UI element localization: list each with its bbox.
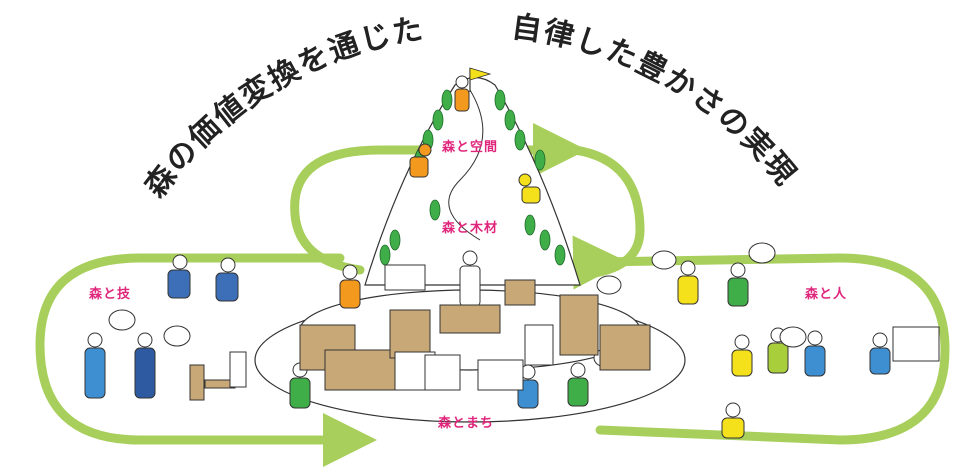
label-forest-and-town: 森とまち [438,415,494,431]
label-forest-and-wood: 森と木材 [442,220,498,236]
loop-left [35,253,377,467]
label-forest-and-people: 森と人 [805,286,847,302]
mountain-path [448,89,484,241]
sitting-person-figure [721,402,745,439]
mushroom-picker-figure [518,173,541,204]
loop-right [572,235,950,445]
loop-arrows [35,123,950,467]
loop-top [290,123,587,275]
title-part-1: 森の価値変換を通じた [138,11,427,204]
person-skill-2 [134,332,156,399]
person-people-2 [727,262,749,307]
researcher-figure [459,250,481,307]
person-people-5 [804,330,826,377]
label-forest-and-space: 森と空間 [442,139,498,155]
loop-top-right [570,145,645,280]
person-skill-1 [84,332,106,399]
person-town-3 [567,362,589,407]
laptop-person-figure [339,264,361,309]
people [84,75,891,439]
whiteboard [892,326,940,362]
furniture [189,351,247,401]
town-buildings [299,264,651,391]
person-people-3 [731,334,753,377]
label-forest-and-skill: 森と技 [89,286,131,302]
craftsman-figure-1 [167,254,191,299]
craftsman-figure-2 [215,257,239,302]
presenter-figure [869,332,891,375]
hiker-figure [454,75,470,112]
flag-icon [469,67,492,92]
person-people-1 [677,260,699,305]
woodcutter-figure [409,143,432,178]
title-part-2: 自律した豊かさの実現 [509,10,803,193]
